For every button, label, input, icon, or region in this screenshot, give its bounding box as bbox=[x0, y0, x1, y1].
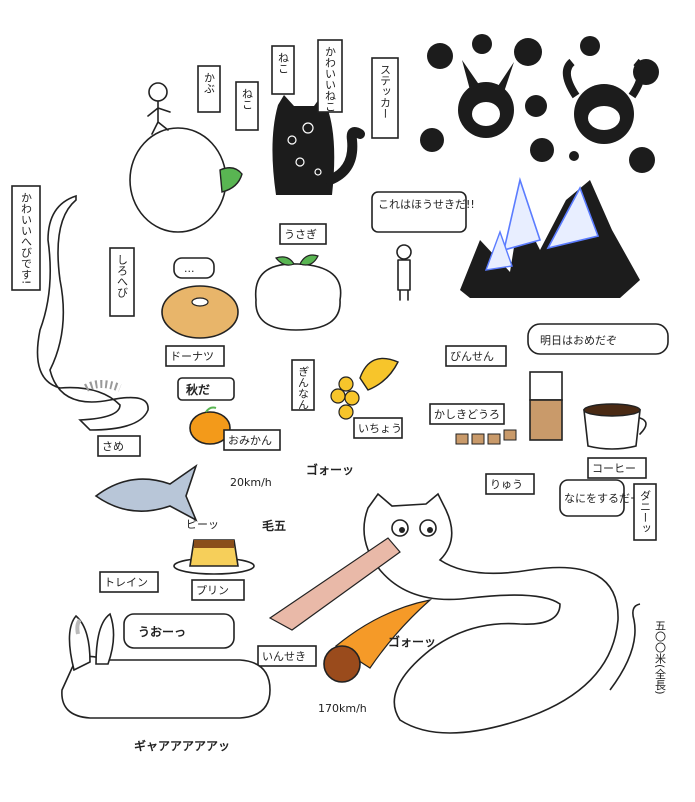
beam-icon bbox=[268, 537, 401, 631]
coffee-icon bbox=[583, 403, 647, 450]
label-zenchou: 五〇〇米(全長) bbox=[654, 620, 667, 695]
wood-block-icon bbox=[529, 371, 563, 441]
svg-text:しろへび: しろへび bbox=[116, 254, 129, 298]
skull-sticker-icon bbox=[420, 34, 659, 173]
svg-text:ねこ: ねこ bbox=[277, 52, 290, 74]
label-omikan: おみかん bbox=[223, 429, 281, 451]
svg-text:かぶ: かぶ bbox=[203, 72, 216, 94]
svg-text:なにをするだー: なにをするだー bbox=[564, 492, 641, 505]
label-uo: うおーっ bbox=[123, 613, 235, 649]
kabu-icon bbox=[129, 82, 243, 233]
person-icon bbox=[396, 244, 412, 301]
svg-text:プリン: プリン bbox=[196, 584, 229, 597]
goo-2: ゴォーッ bbox=[388, 634, 436, 649]
label-kawaii-neko: かわいいねこ bbox=[317, 39, 343, 113]
crystal-icon bbox=[460, 177, 640, 298]
speed-170: 170km/h bbox=[318, 702, 367, 715]
svg-text:さめ: さめ bbox=[102, 440, 124, 453]
label-hoseki: これはほうせきだ!! bbox=[371, 191, 475, 233]
label-same: さめ bbox=[97, 435, 141, 457]
svg-text:かわいいへびです!: かわいいへびです! bbox=[20, 192, 33, 285]
svg-text:毛五: 毛五 bbox=[262, 518, 286, 533]
svg-text:かわいいねこ: かわいいねこ bbox=[324, 46, 337, 112]
label-nani: なにをするだー bbox=[559, 479, 641, 517]
svg-text:コーヒー: コーヒー bbox=[592, 462, 636, 475]
goo-1: ゴォーッ bbox=[306, 462, 354, 477]
label-donut: ドーナツ bbox=[165, 345, 225, 367]
svg-text:いんせき: いんせき bbox=[262, 650, 306, 663]
svg-text:ステッカー: ステッカー bbox=[379, 64, 392, 119]
svg-text:かしきどうろ: かしきどうろ bbox=[434, 408, 500, 421]
label-inseki: いんせき bbox=[257, 645, 317, 667]
pii-text: ピーッ bbox=[186, 518, 219, 531]
label-aki: 秋だ bbox=[177, 377, 235, 401]
rabbit-blob-icon bbox=[254, 254, 342, 331]
svg-text:トレイン: トレイン bbox=[104, 576, 148, 589]
svg-text:びんせん: びんせん bbox=[450, 350, 494, 363]
label-neko-2: ねこ bbox=[271, 45, 295, 95]
label-purin: プリン bbox=[191, 579, 245, 601]
donut-icon bbox=[161, 285, 239, 339]
label-kega: 毛五 bbox=[262, 518, 286, 533]
label-sticker: ステッカー bbox=[371, 57, 399, 139]
snake-icon bbox=[36, 194, 149, 431]
label-shirohebi: しろへび bbox=[109, 247, 135, 317]
gyaa-text: ギャアアアアアッ bbox=[134, 738, 230, 753]
svg-text:五〇〇米(全長): 五〇〇米(全長) bbox=[654, 620, 667, 695]
svg-text:...: ... bbox=[184, 262, 195, 275]
svg-text:ピーッ: ピーッ bbox=[186, 518, 219, 531]
ginkgo-icon bbox=[330, 357, 399, 420]
svg-text:りゅう: りゅう bbox=[490, 478, 523, 491]
svg-text:170km/h: 170km/h bbox=[318, 702, 367, 715]
svg-text:おみかん: おみかん bbox=[228, 434, 272, 447]
svg-text:20km/h: 20km/h bbox=[230, 476, 272, 489]
svg-text:秋だ: 秋だ bbox=[186, 382, 210, 397]
svg-text:ゴォーッ: ゴォーッ bbox=[388, 634, 436, 649]
label-usagi: うさぎ bbox=[279, 223, 327, 245]
small-blocks-icon bbox=[455, 429, 517, 445]
svg-text:ゴォーッ: ゴォーッ bbox=[306, 462, 354, 477]
label-kabu: かぶ bbox=[197, 65, 221, 113]
label-kawaii-hebi: かわいいへびです! bbox=[11, 185, 41, 291]
black-cat-icon bbox=[272, 95, 365, 195]
svg-text:ダニーッ: ダニーッ bbox=[639, 490, 652, 534]
svg-text:ねこ: ねこ bbox=[241, 88, 254, 110]
svg-text:ぎんなん: ぎんなん bbox=[297, 366, 310, 410]
svg-text:うおーっ: うおーっ bbox=[138, 625, 186, 639]
label-ginnan: ぎんなん bbox=[291, 359, 315, 411]
svg-text:ドーナツ: ドーナツ bbox=[170, 350, 214, 363]
label-kashi: かしきどうろ bbox=[429, 403, 505, 425]
svg-text:明日はおめだぞ: 明日はおめだぞ bbox=[540, 334, 617, 347]
label-train: トレイン bbox=[99, 571, 159, 593]
mikan-icon bbox=[189, 406, 231, 445]
svg-text:これはほうせきだ!!: これはほうせきだ!! bbox=[378, 198, 475, 211]
long-cat-icon bbox=[363, 492, 641, 734]
label-ryu: りゅう bbox=[485, 473, 535, 495]
svg-text:ギャアアアアアッ: ギャアアアアアッ bbox=[134, 738, 230, 753]
label-icho: いちょう bbox=[353, 417, 403, 439]
label-binsen: びんせん bbox=[445, 345, 507, 367]
label-dani: ダニーッ bbox=[633, 483, 657, 541]
label-coffee: コーヒー bbox=[587, 457, 647, 479]
label-neko-1: ねこ bbox=[235, 81, 259, 131]
speed-20: 20km/h bbox=[230, 476, 272, 489]
meteor-icon bbox=[323, 598, 433, 683]
pudding-icon bbox=[173, 539, 255, 575]
long-rabbit-icon bbox=[61, 612, 271, 719]
label-speech-dots: ... bbox=[173, 257, 215, 279]
svg-text:いちょう: いちょう bbox=[358, 422, 402, 435]
fish-icon bbox=[94, 463, 198, 522]
svg-text:うさぎ: うさぎ bbox=[284, 227, 317, 241]
label-ashita: 明日はおめだぞ bbox=[527, 323, 669, 355]
